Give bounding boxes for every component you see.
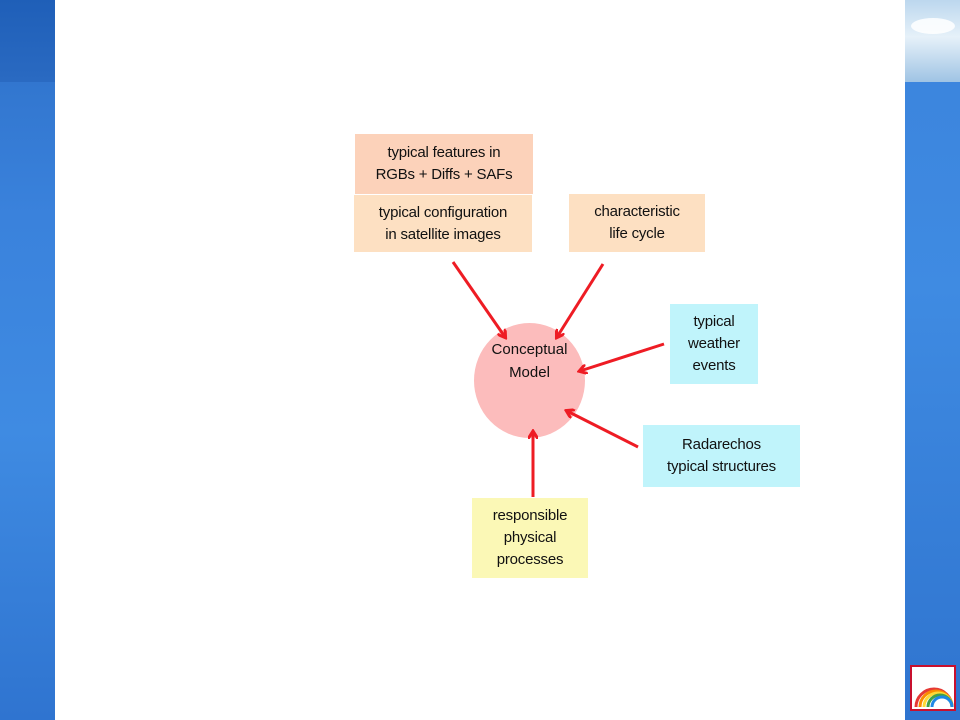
weather-events-box: typical weather events — [670, 304, 758, 384]
rainbow-logo-icon — [910, 665, 956, 711]
conceptual-model-label: Conceptual Model — [491, 341, 568, 381]
radarechos-box: Radarechos typical structures — [643, 425, 800, 487]
arrow-configuration-to-model — [451, 261, 505, 337]
left-decorative-bar — [0, 0, 55, 720]
typical-configuration-box: typical configuration in satellite image… — [354, 195, 532, 252]
sky-image — [905, 0, 960, 82]
arrow-radarechos-to-model — [567, 411, 639, 449]
typical-features-box: typical features in RGBs + Diffs + SAFs — [355, 134, 533, 194]
physical-processes-box: responsible physical processes — [472, 498, 588, 578]
conceptual-model-node — [474, 323, 585, 438]
life-cycle-box: characteristic life cycle — [569, 194, 705, 252]
arrow-life-cycle-to-model — [557, 263, 605, 337]
right-decorative-bar — [905, 0, 960, 720]
left-bar-top-block — [0, 0, 55, 82]
arrow-weather-events-to-model — [580, 342, 665, 371]
